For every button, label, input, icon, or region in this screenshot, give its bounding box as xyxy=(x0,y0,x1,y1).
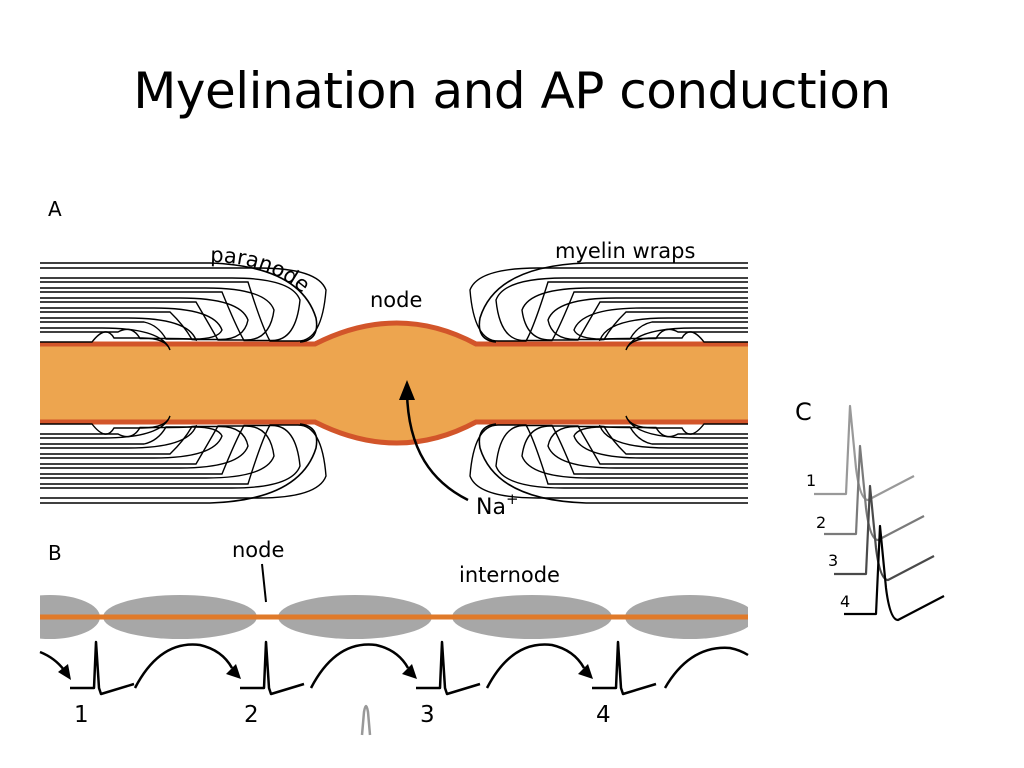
panel-a-letter: A xyxy=(48,197,62,221)
panel-b-axon xyxy=(40,595,748,639)
myelin-lamella xyxy=(547,297,748,341)
action-potential-trace xyxy=(824,444,925,542)
panel-a-axon-diagram xyxy=(40,262,748,504)
sodium-arrowhead xyxy=(399,380,415,400)
jump-arc xyxy=(133,643,234,689)
saltatory-conduction xyxy=(39,640,749,696)
panel-c-letter: C xyxy=(795,398,812,426)
jump-arc xyxy=(309,643,410,689)
myelin-outer-wrap xyxy=(40,262,318,343)
jump-arc xyxy=(663,646,749,689)
panel-b-letter: B xyxy=(48,541,62,565)
myelin-sheath-left-bottom xyxy=(40,415,327,504)
myelin-lamella xyxy=(40,415,171,439)
myelin-lamella xyxy=(625,415,748,439)
myelin-outer-wrap xyxy=(40,423,318,504)
label-internode: internode xyxy=(459,563,560,587)
myelin-lamella xyxy=(40,424,301,489)
trace-label-1: 1 xyxy=(806,471,816,490)
myelin-lamella xyxy=(573,426,748,459)
action-potential-trace xyxy=(814,404,915,502)
myelin-lamella xyxy=(521,425,748,479)
myelin-sheath-left-top xyxy=(40,262,327,351)
slide-title: Myelination and AP conduction xyxy=(133,62,891,120)
action-potential-spike xyxy=(592,640,657,696)
myelin-lamella xyxy=(40,426,223,459)
action-potential-spike xyxy=(416,640,481,696)
action-potential-spike xyxy=(240,640,305,696)
myelin-lamella xyxy=(40,287,275,341)
jump-arrowhead xyxy=(402,664,417,679)
action-potential-spike xyxy=(70,640,135,696)
myelin-lamella xyxy=(495,424,748,489)
myelin-lamella xyxy=(40,297,249,341)
action-potential-trace xyxy=(834,484,935,582)
myelin-lamella xyxy=(573,307,748,340)
myelin-lamella xyxy=(469,424,748,499)
axon-body xyxy=(40,323,748,443)
myelin-lamella xyxy=(40,425,249,469)
myelin-lamella xyxy=(547,425,748,469)
panel-c-traces xyxy=(814,404,945,622)
site-label-4: 4 xyxy=(596,702,611,728)
myelin-outer-wrap xyxy=(478,423,748,504)
trace-label-4: 4 xyxy=(840,592,850,611)
sodium-influx-arrow xyxy=(405,391,469,502)
label-myelin-wraps: myelin wraps xyxy=(555,239,695,263)
myelin-lamella xyxy=(521,287,748,341)
jump-arrowhead xyxy=(226,664,241,679)
trace-label-3: 3 xyxy=(828,551,838,570)
site-label-1: 1 xyxy=(74,702,89,728)
trace-label-2: 2 xyxy=(816,513,826,532)
label-node-a: node xyxy=(370,288,422,312)
trace-fragment xyxy=(360,704,372,736)
jump-arrowhead xyxy=(58,664,71,680)
myelin-lamella xyxy=(40,425,275,479)
myelin-lamella xyxy=(40,424,327,499)
jump-arrowhead xyxy=(578,664,593,679)
myelin-lamella xyxy=(40,327,171,351)
axon-membrane-top xyxy=(40,320,748,347)
myelin-lamella xyxy=(40,307,223,340)
jump-arc xyxy=(39,650,65,671)
myelin-sheath-right-bottom xyxy=(469,415,748,504)
site-label-2: 2 xyxy=(244,702,259,728)
myelin-sheath-right-top xyxy=(469,262,748,351)
action-potential-trace xyxy=(844,524,945,622)
myelin-lamella xyxy=(40,277,301,342)
myelin-outer-wrap xyxy=(478,262,748,343)
node-pointer-line xyxy=(261,563,267,603)
myelin-lamella xyxy=(625,327,748,351)
label-node-b: node xyxy=(232,538,284,562)
axon-membrane-bottom xyxy=(40,419,748,446)
myelin-lamella xyxy=(495,277,748,342)
site-label-3: 3 xyxy=(420,702,435,728)
myelin-lamella xyxy=(469,267,748,342)
jump-arc xyxy=(485,643,586,689)
label-sodium-ion: Na+ xyxy=(476,490,519,520)
